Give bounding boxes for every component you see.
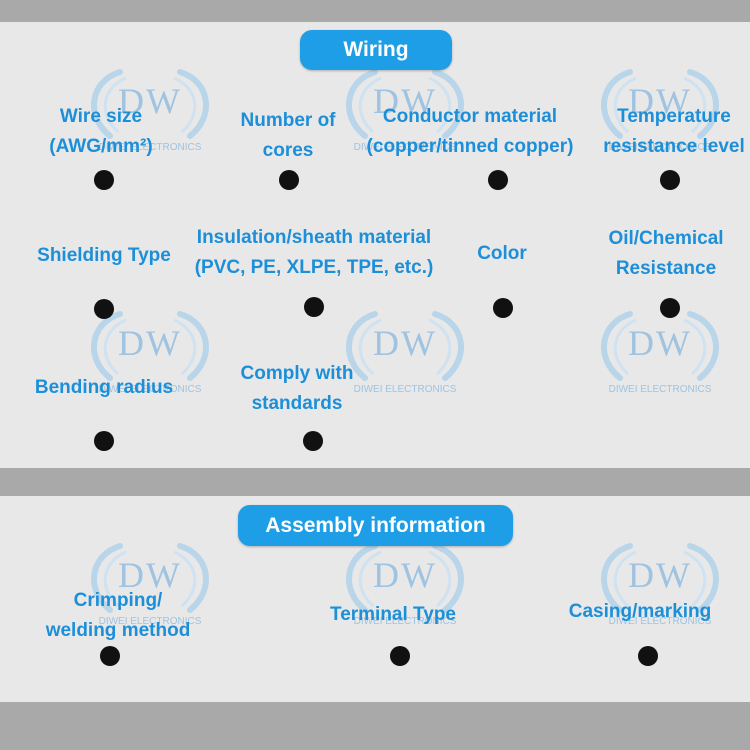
label-line: Crimping/ xyxy=(73,590,163,611)
wiring-item-dot xyxy=(304,297,324,317)
label-line: Wire size xyxy=(59,106,143,127)
watermark-letters: DW xyxy=(373,555,437,595)
wiring-item-label: Comply with standards xyxy=(241,359,354,419)
watermark-letters: DW xyxy=(118,323,182,363)
wiring-item-label: Temperature resistance level xyxy=(603,102,745,162)
label-line: Temperature xyxy=(617,106,731,127)
wiring-item-label: Conductor material (copper/tinned copper) xyxy=(367,102,574,162)
wiring-item-dot xyxy=(303,431,323,451)
wiring-item-label: Color xyxy=(477,239,527,269)
label-line: standards xyxy=(251,393,343,414)
wiring-item-label: Wire size (AWG/mm²) xyxy=(49,102,152,162)
label-line: cores xyxy=(262,140,314,161)
label-line: Casing/marking xyxy=(568,601,712,622)
watermark-letters: DW xyxy=(628,555,692,595)
assembly-item-dot xyxy=(100,646,120,666)
wiring-item-dot xyxy=(94,170,114,190)
label-line: Terminal Type xyxy=(330,604,456,625)
label-line: resistance level xyxy=(603,136,745,157)
label-line: Shielding Type xyxy=(37,245,171,266)
assembly-item-dot xyxy=(638,646,658,666)
wiring-item-dot xyxy=(660,170,680,190)
label-line: Bending radius xyxy=(34,377,174,398)
assembly-item-label: Casing/marking xyxy=(569,597,712,627)
label-line: Comply with xyxy=(240,363,354,384)
assembly-title: Assembly information xyxy=(238,505,513,546)
label-line: Insulation/sheath material xyxy=(196,227,432,248)
wiring-title: Wiring xyxy=(300,30,452,70)
wiring-item-dot xyxy=(493,298,513,318)
assembly-item-dot xyxy=(390,646,410,666)
wiring-item-dot xyxy=(94,431,114,451)
label-line: Conductor material xyxy=(382,106,558,127)
label-line: Color xyxy=(477,243,527,264)
label-line: (PVC, PE, XLPE, TPE, etc.) xyxy=(194,257,434,278)
label-line: (copper/tinned copper) xyxy=(366,136,574,157)
wiring-watermark-5: DW DIWEI ELECTRONICS xyxy=(590,308,730,418)
wiring-item-label: Shielding Type xyxy=(37,241,171,271)
wiring-item-label: Bending radius xyxy=(35,373,173,403)
wiring-item-label: Number of cores xyxy=(241,106,336,166)
label-line: Resistance xyxy=(615,258,717,279)
label-line: Oil/Chemical xyxy=(608,228,724,249)
label-line: Number of xyxy=(240,110,336,131)
wiring-item-dot xyxy=(94,299,114,319)
watermark-letters: DW xyxy=(628,323,692,363)
wiring-item-dot xyxy=(488,170,508,190)
watermark-letters: DW xyxy=(373,323,437,363)
wiring-item-dot xyxy=(279,170,299,190)
watermark-caption: DIWEI ELECTRONICS xyxy=(608,384,712,395)
label-line: (AWG/mm²) xyxy=(49,136,153,157)
wiring-item-dot xyxy=(660,298,680,318)
label-line: welding method xyxy=(45,620,191,641)
wiring-item-label: Insulation/sheath material (PVC, PE, XLPE… xyxy=(195,223,434,283)
assembly-item-label: Terminal Type xyxy=(330,600,456,630)
assembly-item-label: Crimping/welding method xyxy=(46,586,191,646)
